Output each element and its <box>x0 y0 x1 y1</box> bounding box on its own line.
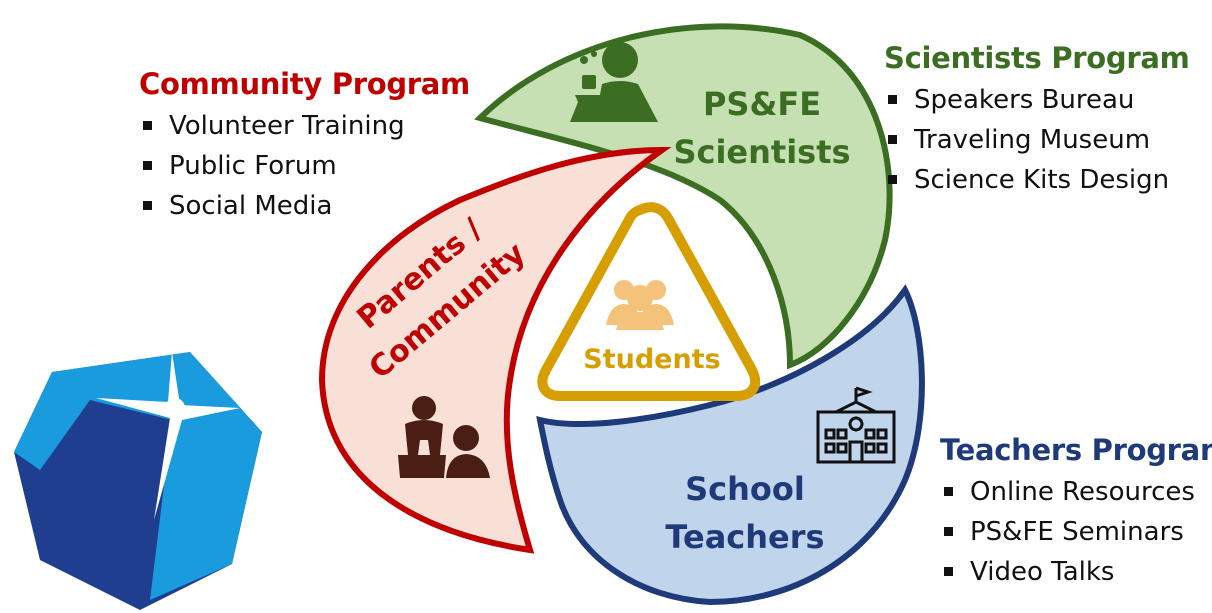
scientists-program: Scientists Program Speakers Bureau Trave… <box>884 40 1190 200</box>
teachers-label-line1: School <box>685 470 805 508</box>
list-item: Speakers Bureau <box>884 80 1190 120</box>
star-burst-logo <box>14 352 262 610</box>
teachers-petal <box>536 284 925 606</box>
community-program-list: Volunteer Training Public Forum Social M… <box>139 106 470 226</box>
teachers-program: Teachers Program Online Resources PS&FE … <box>940 432 1212 592</box>
list-item: PS&FE Seminars <box>940 512 1212 552</box>
school-building-icon <box>816 386 896 464</box>
community-program: Community Program Volunteer Training Pub… <box>139 66 470 226</box>
list-item: Science Kits Design <box>884 160 1190 200</box>
scientists-label-line2: Scientists <box>673 133 850 171</box>
list-item: Public Forum <box>139 146 470 186</box>
list-item: Video Talks <box>940 552 1212 592</box>
scientists-program-list: Speakers Bureau Traveling Museum Science… <box>884 80 1190 200</box>
parents-petal <box>318 146 672 554</box>
teachers-program-list: Online Resources PS&FE Seminars Video Ta… <box>940 472 1212 592</box>
teachers-program-title: Teachers Program <box>940 433 1212 467</box>
list-item: Volunteer Training <box>139 106 470 146</box>
community-program-title: Community Program <box>139 67 470 101</box>
list-item: Social Media <box>139 186 470 226</box>
students-label: Students <box>583 344 720 375</box>
list-item: Online Resources <box>940 472 1212 512</box>
family-icon <box>398 396 490 478</box>
scientist-icon <box>570 42 658 122</box>
scientists-program-title: Scientists Program <box>884 41 1190 75</box>
list-item: Traveling Museum <box>884 120 1190 160</box>
teachers-label-line2: Teachers <box>665 518 824 556</box>
scientists-label-line1: PS&FE <box>703 85 821 123</box>
group-icon <box>606 280 674 330</box>
